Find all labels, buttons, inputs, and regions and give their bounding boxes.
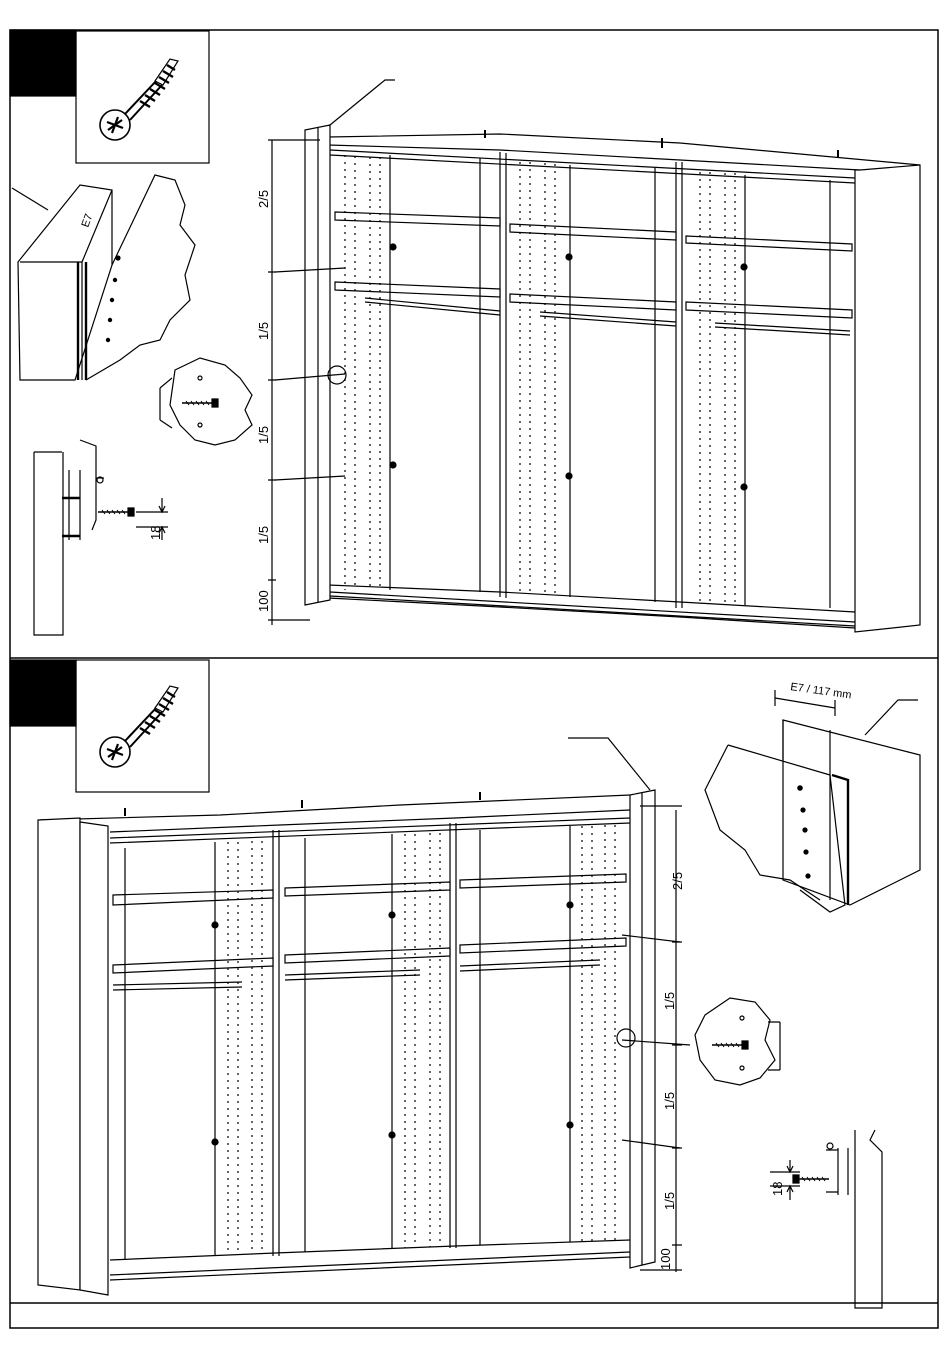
wardrobe-carcass xyxy=(275,80,920,632)
step-1: E7 18 xyxy=(10,30,920,635)
wall-screw-detail xyxy=(160,358,252,445)
step-2-number-box xyxy=(10,660,76,726)
dimension-label: 100 xyxy=(658,1248,673,1270)
dimension-label: 1/5 xyxy=(662,992,677,1010)
screw-icon xyxy=(100,59,178,140)
panel-measure: E7 / 117 mm xyxy=(790,681,853,701)
screw-icon xyxy=(100,686,178,767)
side-profile-detail: 18 xyxy=(770,1130,882,1308)
dimension-label: 100 xyxy=(256,590,271,612)
dimension-label: 1/5 xyxy=(256,426,271,444)
panel-edge-detail: E7 / 117 mm xyxy=(705,681,920,912)
step-1-number-box xyxy=(10,30,76,96)
dimension-label: 1/5 xyxy=(256,322,271,340)
dimension-label: 2/5 xyxy=(670,872,685,890)
step-1-part-box xyxy=(76,31,209,163)
step-2: E7 / 117 mm 18 xyxy=(10,660,920,1308)
detail-dimension: 18 xyxy=(770,1182,785,1196)
dimension-label: 2/5 xyxy=(256,190,271,208)
panel-edge-detail: E7 xyxy=(12,175,195,380)
wall-screw-detail xyxy=(695,998,780,1085)
step-2-part-box xyxy=(76,660,209,792)
dimension-label: 1/5 xyxy=(662,1192,677,1210)
dimension-label: 1/5 xyxy=(256,526,271,544)
detail-dimension: 18 xyxy=(148,526,163,540)
dimension-label: 1/5 xyxy=(662,1092,677,1110)
wardrobe-carcass xyxy=(38,738,690,1295)
side-profile-detail: 18 xyxy=(34,440,168,635)
